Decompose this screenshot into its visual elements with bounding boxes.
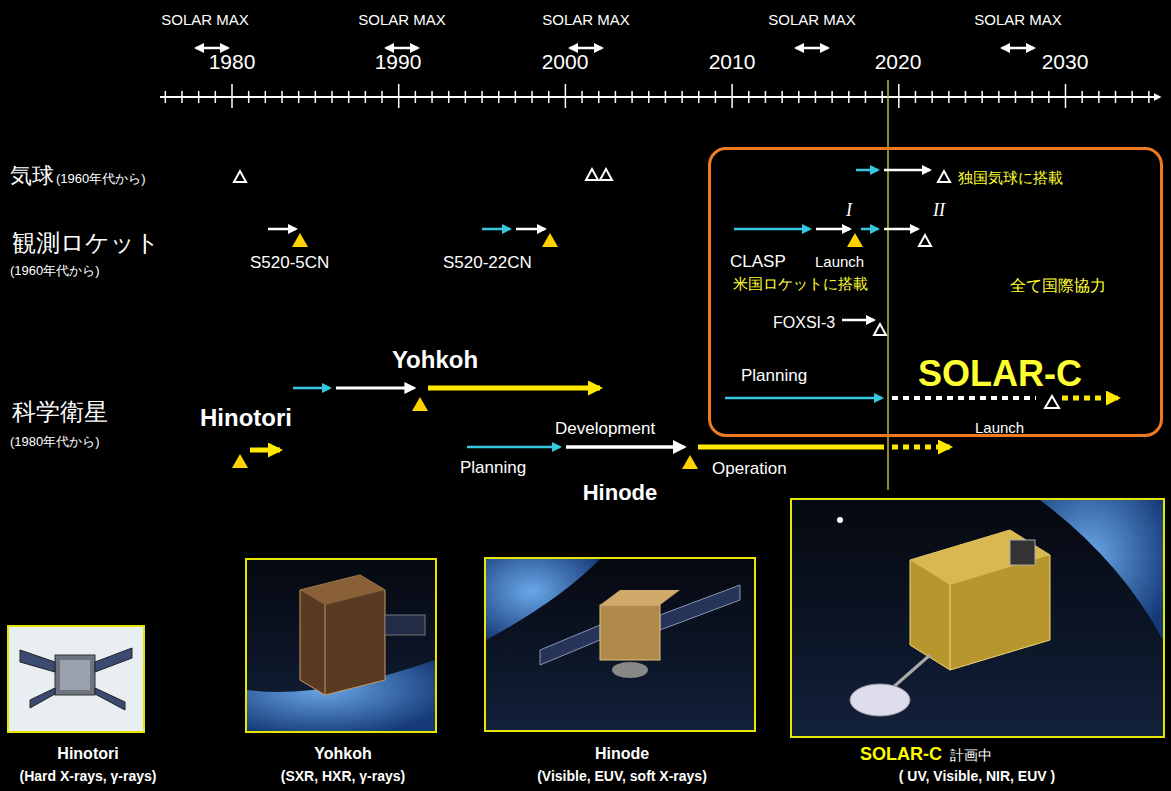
band-caption: (Visible, EUV, soft X-rays) (537, 768, 707, 784)
mission-name: Hinode (583, 480, 658, 505)
row-note: (1980年代から) (10, 435, 100, 450)
mission-name: S520-5CN (250, 253, 329, 273)
mission-note: 独国気球に搭載 (958, 169, 1063, 186)
mission-caption: Hinode (595, 745, 649, 763)
year-label: 1980 (209, 50, 256, 74)
mission-name: CLASP (730, 252, 786, 272)
band-caption: (SXR, HXR, γ-rays) (281, 768, 405, 784)
year-label: 2010 (709, 50, 756, 74)
year-label: 2000 (542, 50, 589, 74)
band-caption: ( UV, Visible, NIR, EUV ) (899, 768, 1055, 784)
phase-label: Planning (741, 366, 807, 386)
row-note: (1960年代から) (56, 172, 146, 187)
solar-max-label: SOLAR MAX (974, 11, 1062, 28)
cooperation-region: 全て国際協力 (708, 147, 1163, 437)
solar-max-label: SOLAR MAX (768, 11, 856, 28)
launch-triangles (232, 169, 1059, 469)
mission-name: Yohkoh (392, 346, 478, 374)
region-label: 全て国際協力 (1010, 277, 1106, 295)
year-label: 2030 (1042, 50, 1089, 74)
mission-caption: SOLAR-C (860, 744, 942, 765)
mission-picture: Yohkoh(SXR, HXR, γ-rays) (245, 558, 437, 733)
row-label: 科学衛星 (12, 398, 108, 426)
phase-label: Operation (712, 459, 787, 479)
year-label: 1990 (375, 50, 422, 74)
phase-label: Planning (460, 458, 526, 478)
mission-caption: Yohkoh (314, 745, 371, 763)
phase-arrows (250, 170, 1118, 450)
flight-number: II (933, 200, 945, 221)
yohkoh-picture (247, 560, 435, 731)
hinotori-picture (9, 627, 143, 731)
row-label: 観測ロケット (12, 229, 160, 257)
time-axis (160, 84, 1160, 108)
year-label: 2020 (875, 50, 922, 74)
now-line (887, 80, 889, 490)
solar-max-label: SOLAR MAX (358, 11, 446, 28)
solar-max-arrows (196, 47, 1034, 50)
mission-name: S520-22CN (443, 253, 532, 273)
mission-picture: SOLAR-C計画中( UV, Visible, NIR, EUV ) (790, 498, 1165, 738)
solar-max-label: SOLAR MAX (161, 11, 249, 28)
band-caption: 計画中 (950, 747, 992, 763)
solar-max-label: SOLAR MAX (542, 11, 630, 28)
mission-caption: Hinotori (57, 745, 118, 763)
row-label: 気球 (10, 163, 54, 188)
mission-name: Hinotori (200, 404, 292, 432)
mission-note: 米国ロケットに搭載 (733, 275, 868, 292)
mission-name: FOXSI-3 (773, 314, 835, 332)
mission-picture: Hinotori(Hard X-rays, γ-rays) (7, 625, 145, 733)
hinode-picture (486, 559, 754, 730)
row-note: (1960年代から) (10, 264, 100, 279)
band-caption: (Hard X-rays, γ-rays) (20, 768, 157, 784)
mission-picture: Hinode(Visible, EUV, soft X-rays) (484, 557, 756, 732)
phase-label: Development (555, 419, 655, 439)
solar-c-picture (792, 500, 1163, 736)
phase-label: Launch (815, 253, 864, 270)
mission-name: SOLAR-C (918, 353, 1082, 394)
flight-number: I (846, 200, 852, 221)
